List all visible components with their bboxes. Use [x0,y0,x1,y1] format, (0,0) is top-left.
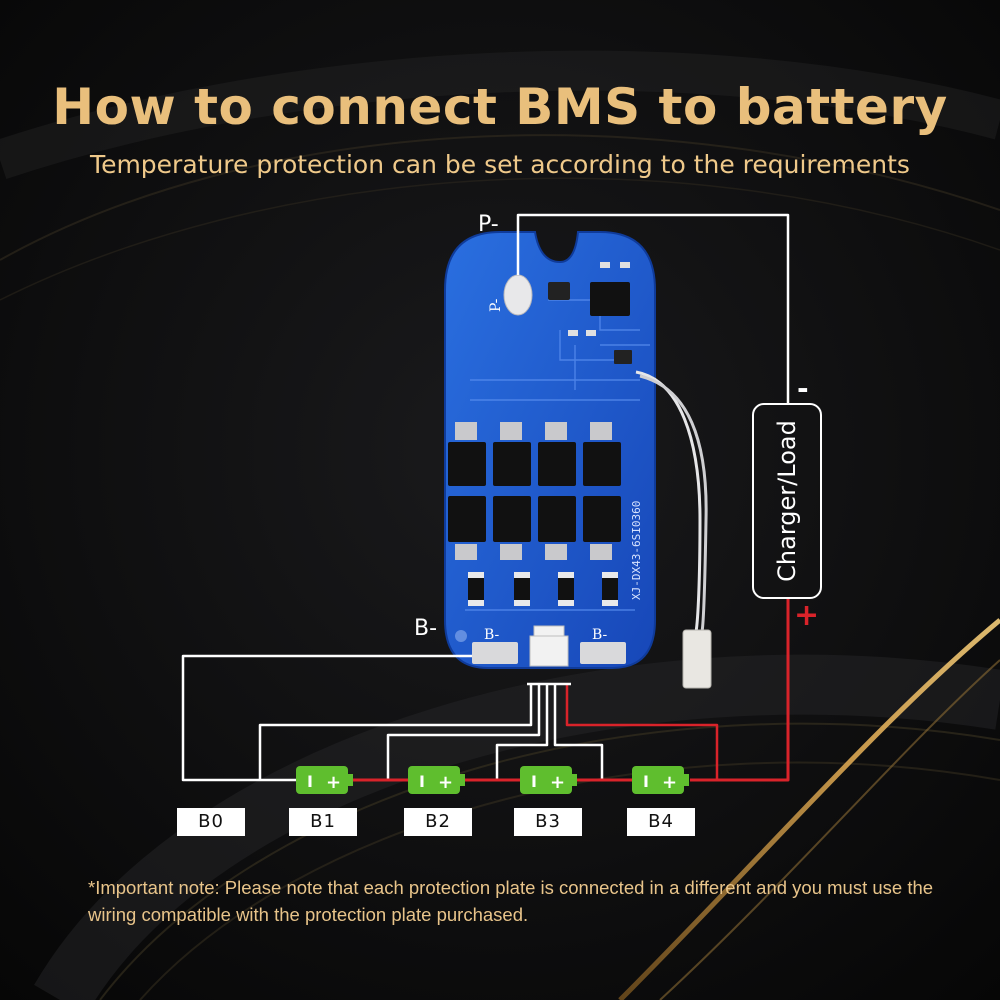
cell-positive-mark: + [550,772,565,793]
cell-positive-mark: + [326,772,341,793]
charger-load-label: Charger/Load [773,420,801,582]
b-minus-pad-left [472,642,518,664]
charger-load-box [752,403,822,599]
charger-load-label-wrap: Charger/Load [752,403,822,599]
terminal-b1: B1 [289,808,357,836]
cell-positive-mark: + [438,772,453,793]
important-note: *Important note: Please note that each p… [88,877,934,925]
terminal-b2: B2 [404,808,472,836]
terminal-b0: B0 [177,808,245,836]
label-b-minus: B- [414,616,438,641]
cell-negative-mark: I [419,772,425,791]
temperature-sensor [635,370,712,689]
wire-b-minus [181,654,472,782]
wiring [181,213,790,782]
wire-charger-plus [690,599,790,782]
wire-p-minus [516,213,790,403]
terminal-b4: B4 [627,808,695,836]
p-minus-pad [503,274,533,316]
cell-negative-mark: I [643,772,649,791]
board-pad-label-b-left: B- [484,627,500,643]
balance-connector [529,635,569,667]
battery-cell-4: I + [632,766,689,794]
shunt-resistors [468,572,618,606]
wire-b1 [258,684,533,780]
board-model-text: XJ-DX43-6SI0360 [630,501,643,600]
wire-b2 [386,684,541,780]
ntc-thermistor [682,629,712,689]
page-subtitle: Temperature protection can be set accord… [90,150,910,179]
battery-cell-3: I + [520,766,577,794]
battery-cell-2: I + [408,766,465,794]
wire-b3b [553,684,604,780]
cell-positive-mark: + [662,772,677,793]
cell-negative-mark: I [531,772,537,791]
board-pad-label-b-right: B- [592,627,608,643]
battery-cells: I + I + I + I + [296,766,689,794]
label-p-minus: P- [478,212,499,237]
mosfet-row-top [448,422,621,486]
controller-chip [590,282,630,316]
charger-plus-sign: + [794,598,820,633]
mosfet-row-bottom [448,496,621,560]
bms-board: P- [444,231,656,669]
battery-cell-1: I + [296,766,353,794]
wire-b3 [495,684,549,780]
wire-b4 [565,684,719,780]
terminal-b3: B3 [514,808,582,836]
small-chip [548,282,570,300]
cell-negative-mark: I [307,772,313,791]
charger-minus-sign: - [797,372,809,405]
board-pad-label-p: P- [488,298,504,312]
page-title: How to connect BMS to battery [52,78,948,136]
b-minus-pad-right [580,642,626,664]
